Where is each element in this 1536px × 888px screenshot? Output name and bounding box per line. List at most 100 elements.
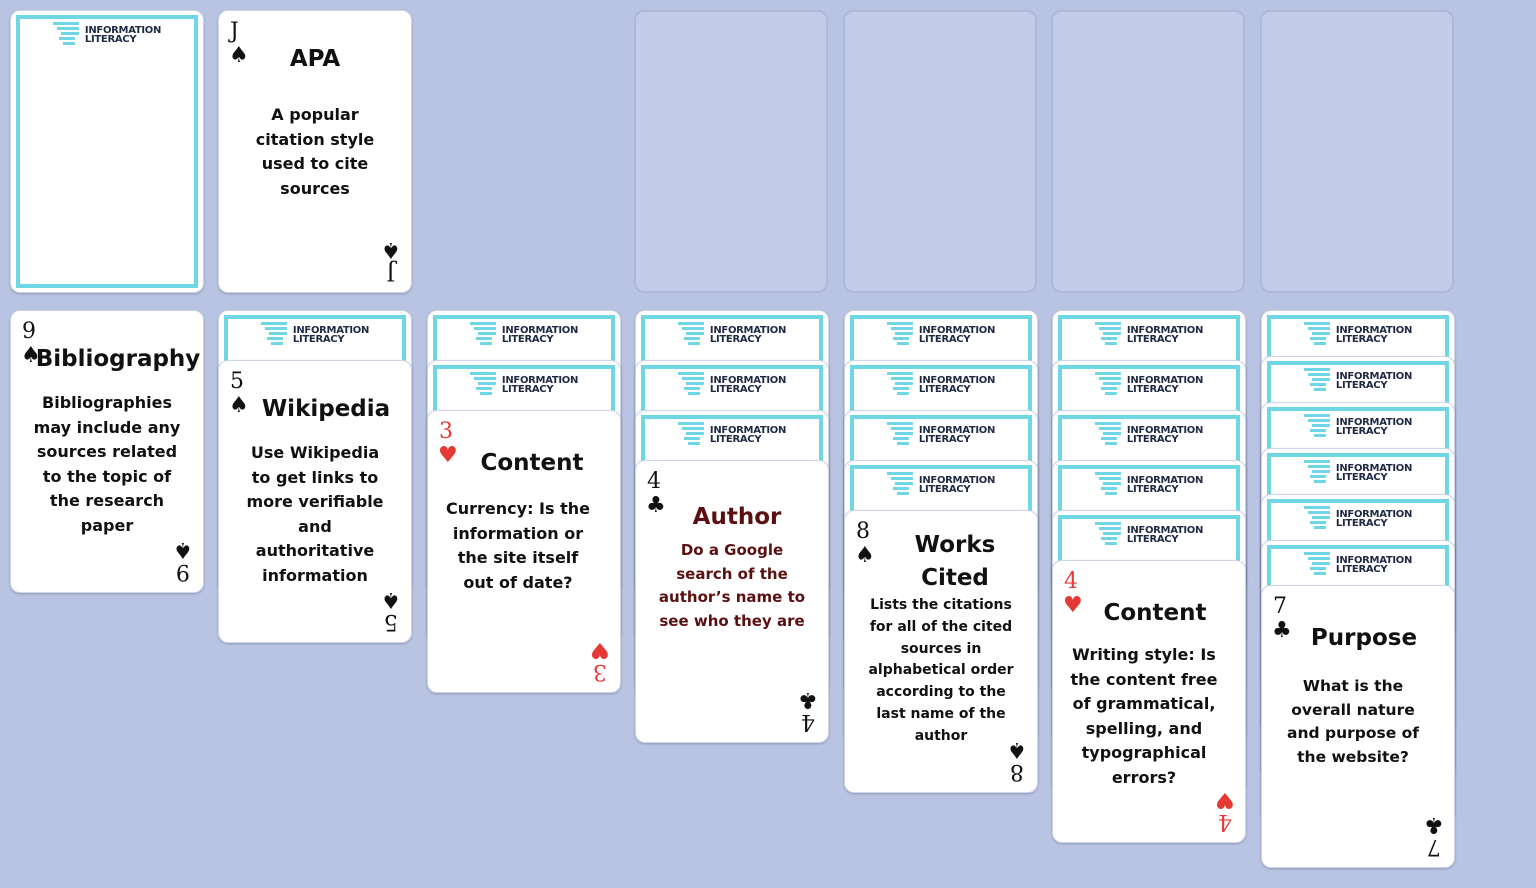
logo-text-line2: LITERACY [1335, 564, 1388, 575]
card-corner-bottom: 5♠ [381, 587, 401, 634]
tableau-2-top-card[interactable]: 5 ♠ Wikipedia Use Wikipedia to get links… [218, 360, 412, 643]
logo-text-line2: LITERACY [918, 434, 971, 445]
card-rank: 3 [439, 419, 453, 444]
heart-icon: ♥ [590, 637, 610, 662]
logo-text-line2: LITERACY [501, 334, 554, 345]
logo-text-line2: LITERACY [709, 334, 762, 345]
logo-text-line2: LITERACY [1126, 484, 1179, 495]
card-title: Purpose [1310, 625, 1418, 651]
logo-stripes-icon [1094, 372, 1121, 395]
card-rank-bottom: J [386, 259, 396, 284]
card-text: A popular citation style used to cite so… [255, 105, 375, 198]
card-rank: 5 [230, 369, 244, 394]
logo-text-line1: INFORMATION [918, 475, 996, 486]
card-corner-bottom: 4♥ [1215, 787, 1235, 834]
card-corner-bottom: 8♠ [1007, 737, 1027, 784]
card-text: Currency: Is the information or the site… [446, 499, 590, 592]
logo-stripes-icon [1303, 368, 1330, 391]
card-text: What is the overall nature and purpose o… [1286, 677, 1420, 766]
logo-text-line2: LITERACY [1335, 334, 1388, 345]
spade-icon: ♠ [381, 587, 401, 612]
card-text: Do a Google search of the author’s name … [658, 541, 806, 630]
logo-text-line1: INFORMATION [1335, 509, 1413, 520]
club-icon: ♣ [646, 493, 666, 518]
spade-icon: ♠ [21, 343, 41, 368]
spade-icon: ♠ [381, 237, 401, 262]
tableau-5-top-card[interactable]: 8 ♠ Works Cited Lists the citations for … [844, 510, 1038, 793]
tableau-1-top-card[interactable]: 9 ♠ Bibliography Bibliographies may incl… [10, 310, 204, 593]
card-corner-bottom: 3♥ [590, 637, 610, 684]
logo-stripes-icon [1094, 322, 1121, 345]
logo-text-line1: INFORMATION [1126, 375, 1204, 386]
card-corner-bottom: J♠ [381, 237, 401, 284]
tableau-3-top-card[interactable]: 3 ♥ Content Currency: Is the information… [427, 410, 621, 693]
club-icon: ♣ [798, 687, 818, 712]
logo-text-line1: INFORMATION [1335, 371, 1413, 382]
logo-stripes-icon [1303, 506, 1330, 529]
heart-icon: ♥ [438, 443, 458, 468]
logo-stripes-icon [469, 372, 496, 395]
card-rank: J [230, 19, 239, 44]
spade-icon: ♠ [173, 537, 193, 562]
card-rank-bottom: 3 [593, 659, 608, 684]
spade-icon: ♠ [855, 543, 875, 568]
logo-text-line2: LITERACY [1335, 380, 1388, 391]
logo-stripes-icon [886, 322, 913, 345]
card-text: Lists the citations for all of the cited… [868, 597, 1014, 744]
spade-icon: ♠ [229, 43, 249, 68]
foundation-slot-4[interactable] [1260, 10, 1454, 293]
logo-text-line1: INFORMATION [1126, 325, 1204, 336]
card-rank: 8 [856, 519, 870, 544]
card-rank-bottom: 7 [1427, 834, 1442, 859]
tableau-4-top-card[interactable]: 4 ♣ Author Do a Google search of the aut… [635, 460, 829, 743]
card-corner-bottom: 9♠ [173, 537, 193, 584]
logo-text-line1: INFORMATION [1126, 525, 1204, 536]
foundation-slot-2[interactable] [843, 10, 1037, 293]
logo-text-line2: LITERACY [709, 434, 762, 445]
logo-text-line2: LITERACY [918, 334, 971, 345]
foundation-slot-3[interactable] [1051, 10, 1245, 293]
logo-text-line1: INFORMATION [918, 325, 996, 336]
logo-text-line2: LITERACY [1335, 518, 1388, 529]
card-title: APA [289, 46, 341, 72]
logo-text-line2: LITERACY [1126, 384, 1179, 395]
card-title: Wikipedia [261, 396, 391, 422]
card-back-frame [16, 15, 198, 288]
card-rank-bottom: 5 [384, 609, 399, 634]
card-rank-bottom: 4 [1218, 809, 1233, 834]
spade-icon: ♠ [1007, 737, 1027, 762]
tableau-6-top-card[interactable]: 4 ♥ Content Writing style: Is the conten… [1052, 560, 1246, 843]
logo-text-line2: LITERACY [1126, 534, 1179, 545]
logo-text-line1: INFORMATION [709, 375, 787, 386]
card-text: Writing style: Is the content free of gr… [1070, 645, 1218, 787]
logo-stripes-icon [1094, 472, 1121, 495]
waste-card[interactable]: J ♠ APA A popular citation style used to… [218, 10, 412, 293]
logo-stripes-icon [886, 472, 913, 495]
heart-icon: ♥ [1215, 787, 1235, 812]
tableau-7-top-card[interactable]: 7 ♣ Purpose What is the overall nature a… [1261, 585, 1455, 868]
logo-text-line2: LITERACY [1126, 434, 1179, 445]
logo-text-line2: LITERACY [709, 384, 762, 395]
logo-text-line1: INFORMATION [501, 375, 579, 386]
foundation-slot-1[interactable] [634, 10, 828, 293]
logo-text-line2: LITERACY [292, 334, 345, 345]
logo-stripes-icon [677, 322, 704, 345]
card-title: Content [480, 450, 584, 476]
card-title: Bibliography [35, 346, 201, 372]
